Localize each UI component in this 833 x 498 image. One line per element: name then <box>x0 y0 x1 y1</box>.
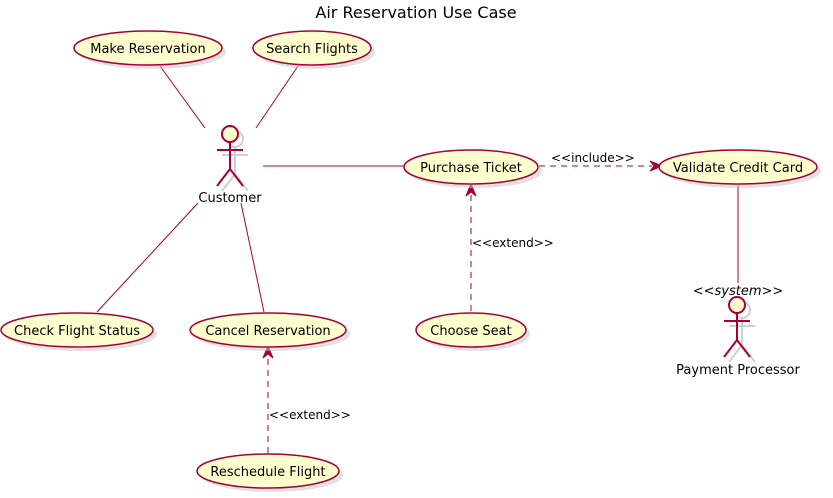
use-case-label: Purchase Ticket <box>420 161 522 176</box>
diagram-title: Air Reservation Use Case <box>315 3 516 22</box>
actor-stereotype: <<system>> <box>693 284 784 299</box>
actor-payment-processor[interactable]: <<system>> Payment Processor <box>676 284 800 378</box>
stick-figure-icon <box>216 125 244 187</box>
actor-name: Payment Processor <box>676 363 800 378</box>
use-case-label: Choose Seat <box>430 324 511 339</box>
actor-name: Customer <box>198 191 262 206</box>
extend-label-choose-seat: <<extend>> <box>472 236 554 250</box>
association-cancel-reservation <box>240 202 265 313</box>
include-arrowhead <box>649 160 664 172</box>
use-case-reschedule-flight[interactable]: Reschedule Flight <box>196 453 343 492</box>
use-case-label: Check Flight Status <box>14 324 140 339</box>
use-case-label: Make Reservation <box>90 42 206 57</box>
use-case-label: Validate Credit Card <box>673 161 803 176</box>
use-case-check-flight-status[interactable]: Check Flight Status <box>0 312 157 351</box>
use-case-search-flights[interactable]: Search Flights <box>252 30 375 69</box>
extend-reschedule-arrowhead <box>262 344 274 359</box>
stick-figure-icon <box>723 296 751 358</box>
use-case-validate-credit-card[interactable]: Validate Credit Card <box>658 149 821 188</box>
include-label: <<include>> <box>551 151 635 165</box>
use-case-label: Cancel Reservation <box>205 324 330 339</box>
use-case-purchase-ticket[interactable]: Purchase Ticket <box>403 149 542 188</box>
association-search-flights <box>255 65 299 129</box>
actor-customer[interactable]: Customer <box>198 125 262 206</box>
extend-label-reschedule: <<extend>> <box>269 408 351 422</box>
association-check-flight-status <box>96 202 199 313</box>
association-make-reservation <box>159 65 206 129</box>
extend-choose-seat-arrowhead <box>465 182 477 197</box>
use-case-label: Reschedule Flight <box>210 465 325 480</box>
use-case-label: Search Flights <box>266 42 358 57</box>
use-case-cancel-reservation[interactable]: Cancel Reservation <box>189 312 350 351</box>
use-case-make-reservation[interactable]: Make Reservation <box>73 30 226 69</box>
use-case-choose-seat[interactable]: Choose Seat <box>415 312 530 351</box>
